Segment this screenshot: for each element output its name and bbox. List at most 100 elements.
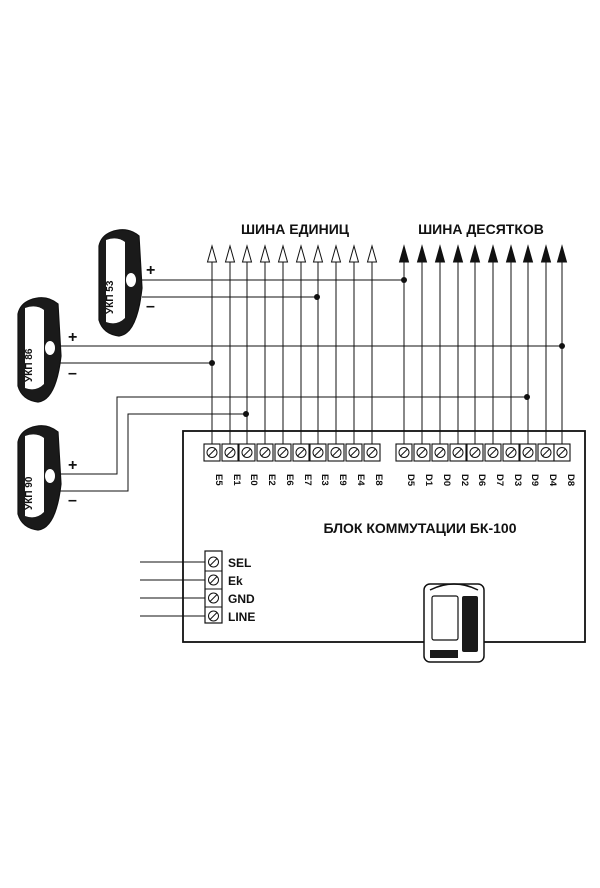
terminal-label-d1: D1 bbox=[423, 474, 434, 487]
screw-icon bbox=[208, 556, 219, 622]
handset-speaker-icon bbox=[45, 469, 55, 483]
terminal-gnd-label: GND bbox=[228, 592, 255, 606]
bus-arrows bbox=[206, 244, 568, 263]
terminal-label-e5: E5 bbox=[213, 474, 224, 486]
handset-90-plus: + bbox=[68, 457, 77, 474]
screw-slot bbox=[208, 448, 216, 457]
arrow-up-icon bbox=[522, 244, 534, 263]
arrow-up-icon bbox=[259, 244, 271, 263]
screw-slot bbox=[507, 448, 515, 457]
terminal-label-d4: D4 bbox=[547, 474, 558, 487]
terminal-label-e9: E9 bbox=[337, 474, 348, 486]
block-title: БЛОК КОММУТАЦИИ БК-100 bbox=[324, 520, 517, 536]
screw-slot bbox=[558, 448, 566, 457]
terminal-line-label: LINE bbox=[228, 610, 255, 624]
junction-dot bbox=[401, 277, 407, 283]
terminal-label-d3: D3 bbox=[512, 474, 523, 486]
arrow-up-icon bbox=[452, 244, 464, 263]
power-adapter-icon bbox=[423, 583, 485, 663]
screw-slot bbox=[279, 448, 287, 457]
handset-53-plus: + bbox=[146, 262, 155, 279]
junction-dot bbox=[559, 343, 565, 349]
arrow-up-icon bbox=[469, 244, 481, 263]
arrow-up-icon bbox=[366, 244, 378, 263]
switching-block bbox=[182, 430, 586, 643]
arrow-up-icon bbox=[312, 244, 324, 263]
handset-90-minus: – bbox=[68, 492, 77, 509]
handset-speaker-icon bbox=[126, 273, 136, 287]
screw-slot bbox=[400, 448, 408, 457]
screw-slot bbox=[350, 448, 358, 457]
units-bus-title: ШИНА ЕДИНИЦ bbox=[241, 221, 350, 237]
arrow-up-icon bbox=[241, 244, 253, 263]
terminal-label-d6: D6 bbox=[476, 474, 487, 486]
arrow-up-icon bbox=[505, 244, 517, 263]
terminal-label-e3: E3 bbox=[319, 474, 330, 486]
screw-slot bbox=[471, 448, 479, 457]
control-terminal-strip bbox=[204, 550, 223, 624]
arrow-up-icon bbox=[330, 244, 342, 263]
screw-slot bbox=[454, 448, 462, 457]
junction-dot bbox=[524, 394, 530, 400]
terminal-sel-label: SEL bbox=[228, 556, 251, 570]
arrow-up-icon bbox=[398, 244, 410, 263]
screw-slot bbox=[297, 448, 305, 457]
terminal-label-d0: D0 bbox=[441, 474, 452, 486]
screw-slot bbox=[226, 448, 234, 457]
handset-ukp-90: УКП 90 bbox=[17, 425, 62, 531]
handset-speaker-icon bbox=[45, 341, 55, 355]
terminal-label-d8: D8 bbox=[565, 474, 576, 486]
terminal-label-e8: E8 bbox=[373, 474, 384, 486]
units-terminal-labels: E5 E1 E0 E2 E6 E7 E3 E9 E4 E8 bbox=[213, 474, 384, 486]
arrow-up-icon bbox=[224, 244, 236, 263]
terminal-label-e1: E1 bbox=[231, 474, 242, 486]
terminal-label-d9: D9 bbox=[529, 474, 540, 486]
screw-slot bbox=[314, 448, 322, 457]
terminal-label-d7: D7 bbox=[494, 474, 505, 486]
junction-dot bbox=[243, 411, 249, 417]
terminal-label-e2: E2 bbox=[266, 474, 277, 486]
screw-slot bbox=[261, 448, 269, 457]
control-terminal-block: SEL Ek GND LINE bbox=[140, 550, 255, 624]
screw-slot bbox=[368, 448, 376, 457]
tens-terminal-labels: D5 D1 D0 D2 D6 D7 D3 D9 D4 D8 bbox=[405, 474, 576, 487]
handset-86-label: УКП 86 bbox=[24, 348, 35, 382]
terminal-label-e6: E6 bbox=[284, 474, 295, 486]
terminal-ek-label: Ek bbox=[228, 574, 243, 588]
arrow-up-icon bbox=[348, 244, 360, 263]
screw-slot bbox=[243, 448, 251, 457]
junction-dots bbox=[209, 277, 565, 417]
arrow-up-icon bbox=[206, 244, 218, 263]
junction-dot bbox=[209, 360, 215, 366]
handset-ukp-86: УКП 86 bbox=[17, 297, 62, 403]
screw-slot bbox=[489, 448, 497, 457]
handset-face-icon bbox=[25, 434, 44, 518]
arrow-up-icon bbox=[434, 244, 446, 263]
arrow-up-icon bbox=[295, 244, 307, 263]
block-terminals bbox=[203, 443, 571, 462]
handset-53-minus: – bbox=[146, 298, 155, 315]
handset-86-plus: + bbox=[68, 329, 77, 346]
junction-dot bbox=[314, 294, 320, 300]
terminal-label-e0: E0 bbox=[248, 474, 259, 486]
handset-face-icon bbox=[106, 238, 125, 324]
screw-slot bbox=[524, 448, 532, 457]
handset-53-label: УКП 53 bbox=[105, 280, 116, 314]
terminal-label-e7: E7 bbox=[302, 474, 313, 486]
arrow-up-icon bbox=[416, 244, 428, 263]
terminal-label-d2: D2 bbox=[459, 474, 470, 486]
screw-slot bbox=[542, 448, 550, 457]
arrow-up-icon bbox=[487, 244, 499, 263]
handset-86-minus: – bbox=[68, 365, 77, 382]
handset-90-label: УКП 90 bbox=[24, 476, 35, 510]
handset-ukp-53: УКП 53 bbox=[98, 229, 143, 337]
handset-face-icon bbox=[25, 306, 44, 390]
terminal-label-d5: D5 bbox=[405, 474, 416, 487]
screw-slot bbox=[418, 448, 426, 457]
screw-slot bbox=[436, 448, 444, 457]
tens-bus-title: ШИНА ДЕСЯТКОВ bbox=[418, 221, 544, 237]
arrow-up-icon bbox=[540, 244, 552, 263]
terminal-label-e4: E4 bbox=[355, 474, 366, 486]
handset-wires bbox=[58, 279, 562, 492]
